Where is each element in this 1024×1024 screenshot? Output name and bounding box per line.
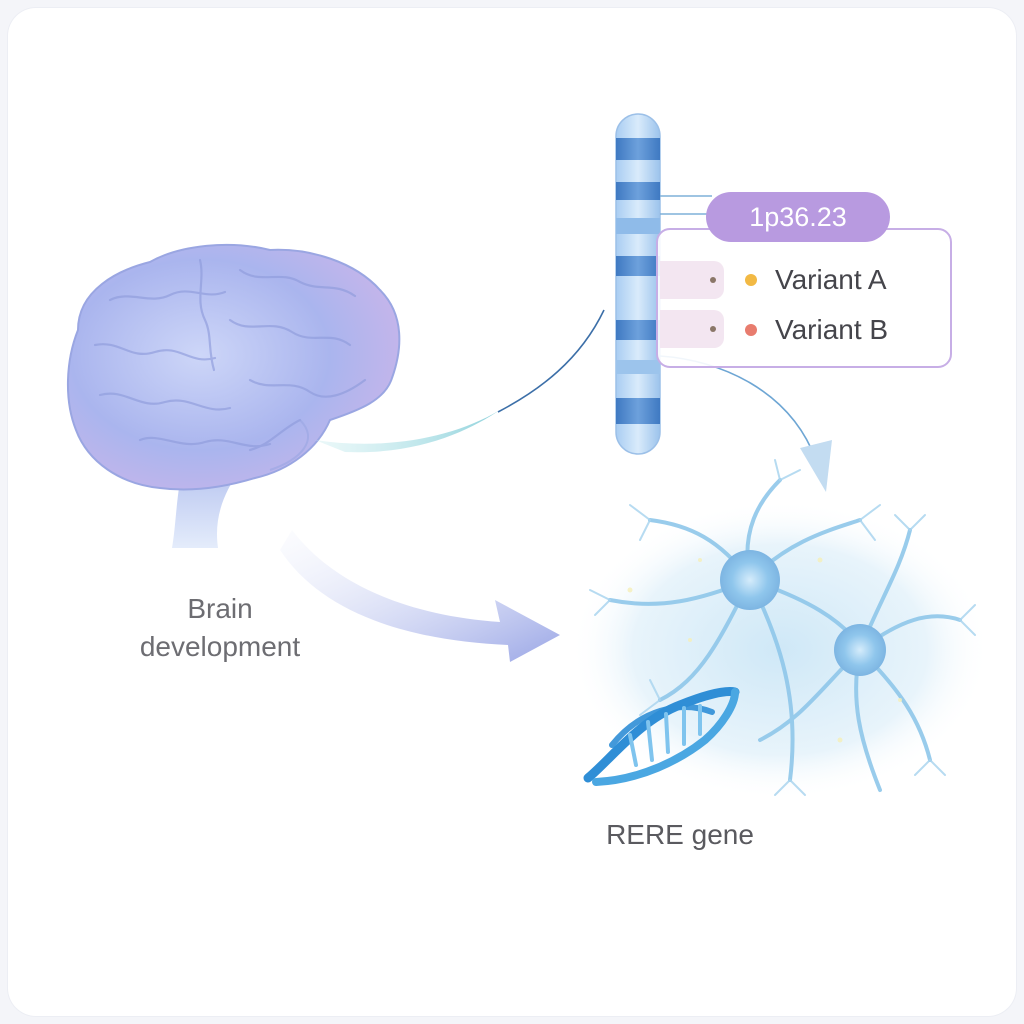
variant-b-dot	[745, 324, 757, 336]
brain-development-text: Brain development	[139, 593, 301, 662]
chromosome-illustration	[615, 113, 712, 455]
variant-a-label: Variant A	[775, 264, 887, 295]
neuron-illustration	[570, 459, 990, 800]
variant-a-marker	[710, 277, 716, 283]
brain-illustration	[66, 243, 401, 548]
variant-a-row: Variant A	[745, 260, 887, 300]
locus-band-label: 1p36.23	[706, 192, 890, 242]
variant-a-dot	[745, 274, 757, 286]
variant-b-row: Variant B	[745, 310, 888, 350]
chromosome-neuron-connector	[659, 355, 817, 461]
brain-chromosome-connector	[315, 410, 500, 453]
brain-development-label: Brain development	[90, 590, 350, 666]
rere-gene-label: RERE gene	[606, 819, 754, 850]
variant-b-marker	[710, 326, 716, 332]
variant-b-label: Variant B	[775, 314, 889, 345]
variant-a-tag	[660, 261, 724, 299]
development-arrow	[280, 530, 560, 662]
dna-helix-icon	[583, 687, 740, 786]
variant-b-tag	[660, 310, 724, 348]
